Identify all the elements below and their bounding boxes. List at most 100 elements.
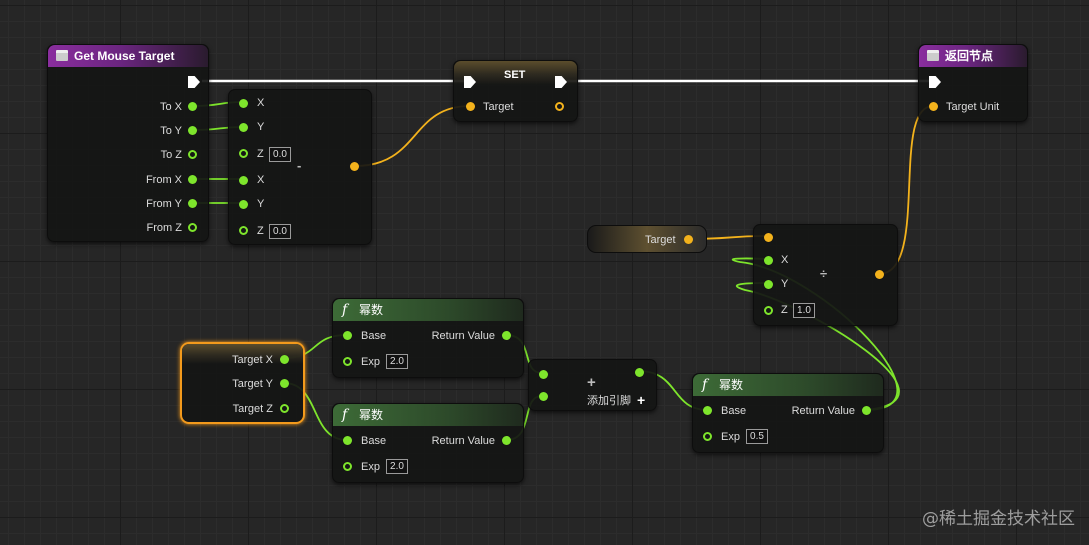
- a-y-label: Y: [257, 121, 265, 133]
- subtract-output-pin[interactable]: [350, 162, 359, 171]
- divide-y-pin[interactable]: [764, 280, 773, 289]
- power-1-return-pin[interactable]: [502, 331, 511, 340]
- function-icon: f: [342, 407, 348, 423]
- divide-vector-in-pin[interactable]: [764, 233, 773, 242]
- b-x-label: X: [257, 174, 265, 186]
- add-pin-label[interactable]: 添加引脚: [587, 395, 631, 407]
- power-3-exp-label: Exp: [721, 431, 740, 443]
- event-icon: [56, 50, 68, 61]
- power-3-exp-value[interactable]: 0.5: [746, 429, 768, 444]
- return-icon: [927, 50, 939, 61]
- pin-label-to-x: To X: [159, 101, 182, 113]
- from-x-pin[interactable]: [188, 175, 197, 184]
- exec-out-pin[interactable]: [188, 76, 200, 88]
- target-y-pin[interactable]: [280, 379, 289, 388]
- to-y-pin[interactable]: [188, 126, 197, 135]
- watermark: @稀土掘金技术社区: [922, 509, 1075, 529]
- target-unit-pin[interactable]: [929, 102, 938, 111]
- pin-label-from-y: From Y: [146, 198, 182, 210]
- power-3-base-label: Base: [721, 405, 747, 417]
- power-2-base-pin[interactable]: [343, 436, 352, 445]
- event-title: Get Mouse Target: [74, 49, 175, 63]
- divide-x-label: X: [781, 254, 789, 266]
- power-1-exp-pin[interactable]: [343, 357, 352, 366]
- to-x-pin[interactable]: [188, 102, 197, 111]
- set-exec-out-pin[interactable]: [555, 76, 567, 88]
- set-target-label: Target: [483, 101, 514, 113]
- divide-output-pin[interactable]: [875, 270, 884, 279]
- power-node-1[interactable]: f 幂数 Base Return Value Exp 2.0: [332, 298, 524, 378]
- pin-label-to-z: To Z: [160, 149, 182, 161]
- from-y-pin[interactable]: [188, 199, 197, 208]
- power-1-return-label: Return Value: [431, 330, 495, 342]
- set-target-in-pin[interactable]: [466, 102, 475, 111]
- pin-label-to-y: To Y: [160, 125, 182, 137]
- power-node-3[interactable]: f 幂数 Base Return Value Exp 0.5: [692, 373, 884, 453]
- target-unit-label: Target Unit: [946, 101, 1000, 113]
- target-variable-getter[interactable]: Target: [587, 225, 707, 253]
- get-mouse-target-event-node[interactable]: Get Mouse Target To X To Y To Z From X F…: [47, 44, 209, 242]
- power-2-exp-label: Exp: [361, 461, 380, 473]
- a-y-pin[interactable]: [239, 123, 248, 132]
- power-node-2[interactable]: f 幂数 Base Return Value Exp 2.0: [332, 403, 524, 483]
- power-1-title: 幂数: [359, 303, 384, 317]
- target-y-label: Target Y: [232, 378, 273, 390]
- target-getter-output-pin[interactable]: [684, 235, 693, 244]
- vector-subtract-node[interactable]: X Y Z 0.0 - X Y Z 0.0: [228, 89, 372, 245]
- power-1-exp-label: Exp: [361, 356, 380, 368]
- add-b-pin[interactable]: [539, 392, 548, 401]
- divide-z-pin[interactable]: [764, 306, 773, 315]
- b-y-label: Y: [257, 198, 265, 210]
- power-2-header: f 幂数: [333, 404, 523, 426]
- set-target-out-pin[interactable]: [555, 102, 564, 111]
- to-z-pin[interactable]: [188, 150, 197, 159]
- a-x-label: X: [257, 97, 265, 109]
- divide-z-value[interactable]: 1.0: [793, 303, 815, 318]
- power-3-return-label: Return Value: [791, 405, 855, 417]
- power-1-exp-value[interactable]: 2.0: [386, 354, 408, 369]
- pin-label-from-z: From Z: [146, 222, 182, 234]
- target-z-label: Target Z: [232, 403, 273, 415]
- a-z-label: Z: [257, 148, 264, 160]
- b-x-pin[interactable]: [239, 176, 248, 185]
- a-x-pin[interactable]: [239, 99, 248, 108]
- add-output-pin[interactable]: [635, 368, 644, 377]
- return-exec-in-pin[interactable]: [929, 76, 941, 88]
- divide-x-pin[interactable]: [764, 256, 773, 265]
- return-title: 返回节点: [945, 49, 994, 63]
- object-wire: [354, 105, 471, 167]
- a-z-value[interactable]: 0.0: [269, 147, 291, 162]
- target-x-pin[interactable]: [280, 355, 289, 364]
- set-variable-node[interactable]: SET Target: [453, 60, 578, 122]
- function-icon: f: [342, 302, 348, 318]
- b-z-pin[interactable]: [239, 226, 248, 235]
- target-x-label: Target X: [232, 354, 273, 366]
- pin-label-from-x: From X: [145, 174, 182, 186]
- power-3-exp-pin[interactable]: [703, 432, 712, 441]
- divide-y-label: Y: [781, 278, 789, 290]
- target-z-pin[interactable]: [280, 404, 289, 413]
- power-3-base-pin[interactable]: [703, 406, 712, 415]
- power-2-exp-pin[interactable]: [343, 462, 352, 471]
- event-header: Get Mouse Target: [48, 45, 208, 67]
- power-2-base-label: Base: [361, 435, 387, 447]
- add-node[interactable]: + 添加引脚 +: [528, 359, 657, 411]
- add-a-pin[interactable]: [539, 370, 548, 379]
- from-z-pin[interactable]: [188, 223, 197, 232]
- a-z-pin[interactable]: [239, 149, 248, 158]
- power-2-title: 幂数: [359, 408, 384, 422]
- set-exec-in-pin[interactable]: [464, 76, 476, 88]
- divide-operator: ÷: [820, 266, 828, 281]
- vector-divide-node[interactable]: X Y Z 1.0 ÷: [753, 224, 898, 326]
- break-vector-node[interactable]: Target X Target Y Target Z: [180, 342, 305, 424]
- power-3-title: 幂数: [719, 378, 744, 392]
- power-3-return-pin[interactable]: [862, 406, 871, 415]
- power-1-base-pin[interactable]: [343, 331, 352, 340]
- power-2-return-pin[interactable]: [502, 436, 511, 445]
- add-pin-plus-icon[interactable]: +: [637, 392, 646, 408]
- return-node[interactable]: 返回节点 Target Unit: [918, 44, 1028, 122]
- b-z-value[interactable]: 0.0: [269, 224, 291, 239]
- divide-z-label: Z: [781, 304, 788, 316]
- b-y-pin[interactable]: [239, 200, 248, 209]
- power-2-exp-value[interactable]: 2.0: [386, 459, 408, 474]
